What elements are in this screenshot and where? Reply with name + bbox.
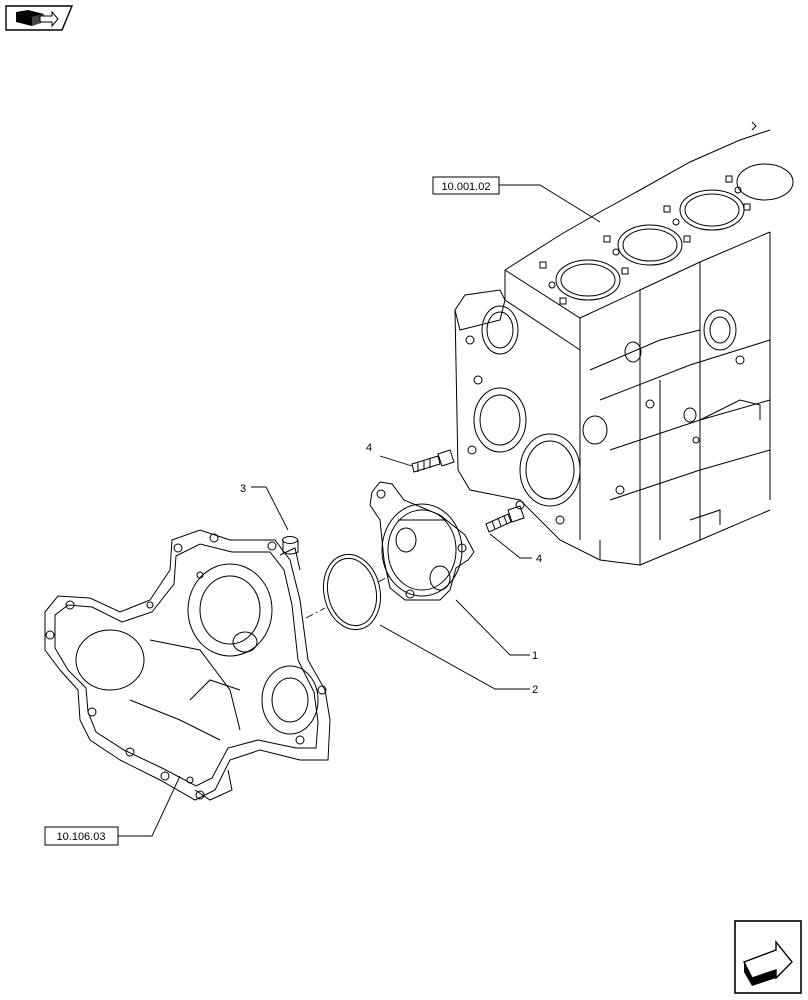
- assembly-axis-lines: [305, 574, 393, 619]
- bolt-top-drawing: [411, 449, 455, 473]
- leader-lines: [118, 184, 601, 837]
- nav-next-button[interactable]: [734, 920, 802, 994]
- callout-4-right: 4: [536, 553, 542, 565]
- plug-drawing: [282, 536, 299, 555]
- next-page-arrow-icon: [743, 940, 793, 986]
- ref-engine-block-text: 10.001.02: [442, 181, 491, 193]
- o-ring-drawing: [322, 553, 382, 631]
- ref-box-gear-cover[interactable]: 10.106.03: [44, 826, 119, 846]
- bolt-right-drawing: [485, 505, 525, 533]
- callout-1: 1: [532, 650, 538, 662]
- nav-top-button[interactable]: [5, 5, 74, 31]
- callout-2: 2: [532, 684, 538, 696]
- ref-box-engine-block[interactable]: 10.001.02: [432, 176, 500, 195]
- ref-gear-cover-text: 10.106.03: [57, 831, 106, 843]
- engine-block-drawing: [454, 121, 794, 566]
- gear-cover-drawing: [44, 529, 331, 801]
- book-arrow-icon: [16, 10, 59, 28]
- callout-3: 3: [240, 483, 246, 495]
- pump-housing-drawing: [369, 481, 475, 601]
- callout-4-top: 4: [366, 442, 372, 454]
